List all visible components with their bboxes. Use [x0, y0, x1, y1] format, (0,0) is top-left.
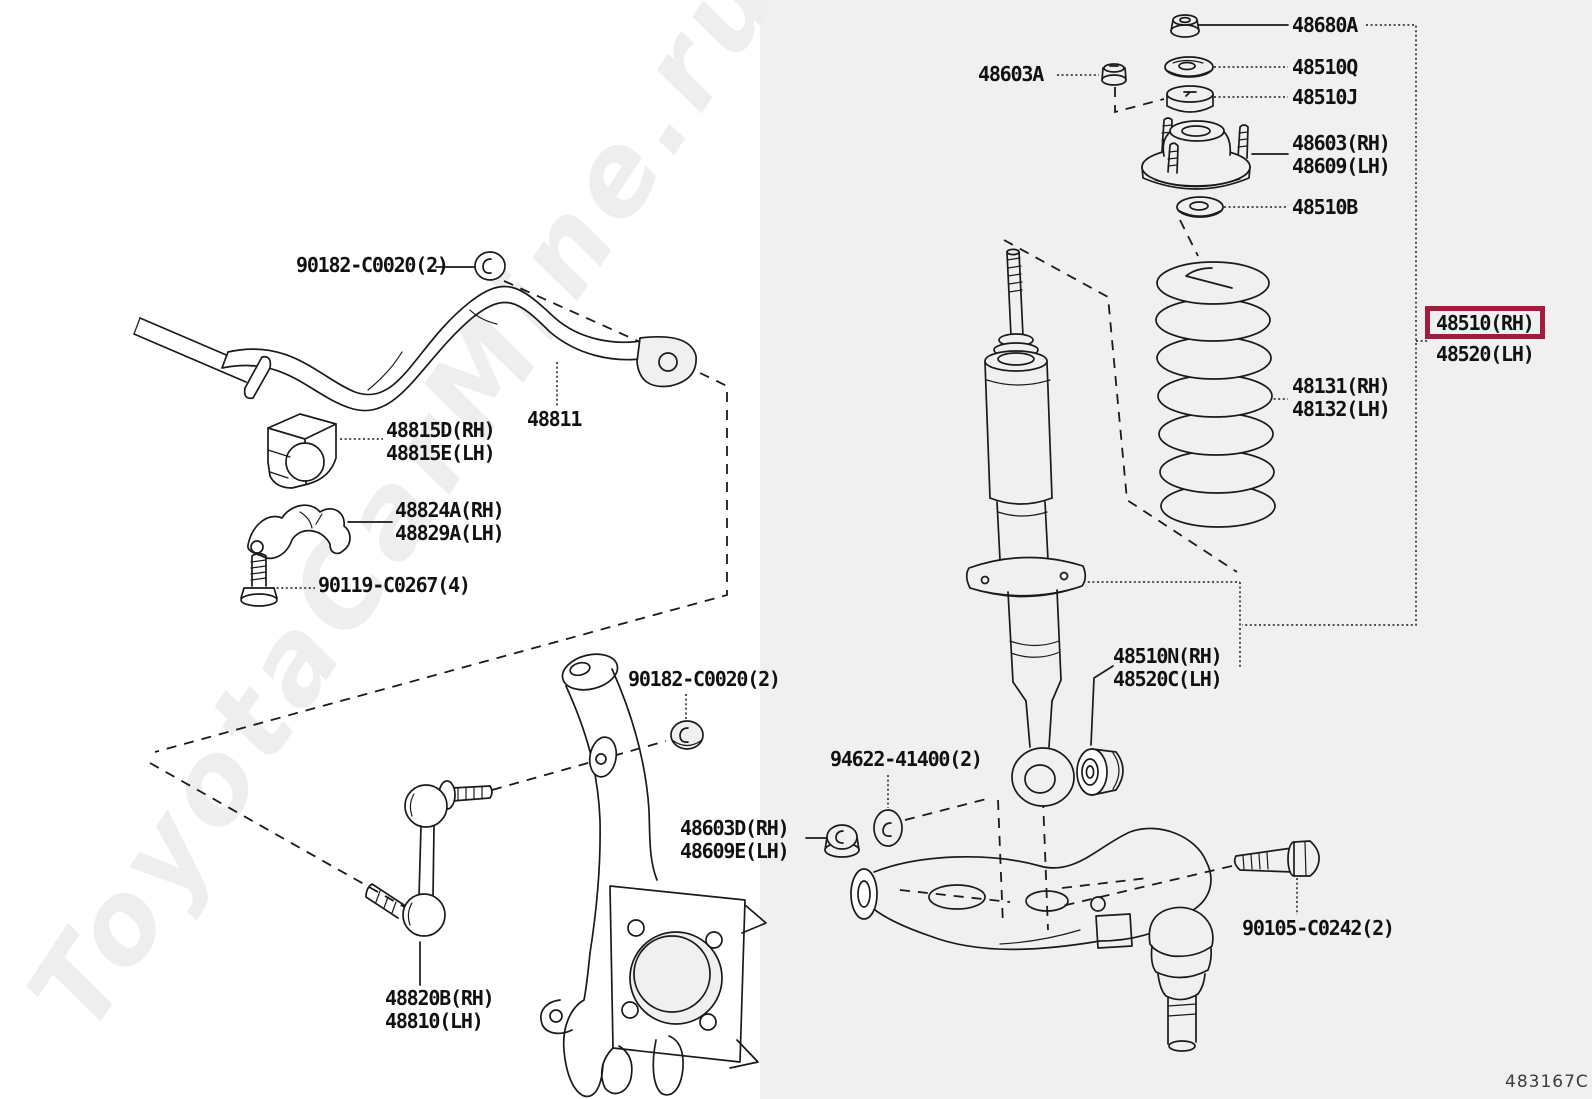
label-48603-48609-line2: 48609(LH) — [1292, 154, 1391, 178]
label-48811-line1: 48811 — [527, 407, 582, 431]
label-48510Q[interactable]: 48510Q — [1292, 55, 1358, 79]
stabilizer-link-48820B — [365, 780, 493, 937]
label-48815D-48815E-line1: 48815D(RH) — [386, 418, 496, 442]
label-48510N-48520C-line2: 48520C(LH) — [1113, 667, 1223, 691]
arm-nut-48603D — [824, 824, 860, 858]
label-48510-RH-line1: 48510(RH) — [1436, 311, 1535, 335]
stabilizer-bracket-48824A — [247, 504, 351, 560]
nut-48680A — [1170, 14, 1200, 38]
knuckle-nut-90182 — [670, 720, 704, 750]
label-48510J-line1: 48510J — [1292, 85, 1358, 109]
label-48603D-48609E-line2: 48609E(LH) — [680, 839, 790, 863]
label-90182-C0020-top-line1: 90182-C0020(2) — [296, 253, 449, 277]
bar-nut-90182 — [474, 251, 506, 281]
shock-absorber-48510 — [965, 248, 1087, 807]
label-90105-C0242-line1: 90105-C0242(2) — [1242, 916, 1395, 940]
steering-knuckle — [540, 653, 767, 1098]
ball-joint — [1148, 906, 1214, 1052]
dust-cap-48603A — [1101, 63, 1127, 86]
label-48603-48609[interactable]: 48603(RH)48609(LH) — [1292, 131, 1391, 178]
label-48824A-48829A[interactable]: 48824A(RH)48829A(LH) — [395, 498, 505, 545]
arm-washer-94622 — [873, 809, 903, 847]
leader-lines — [272, 24, 1428, 986]
label-48520-LH-line1: 48520(LH) — [1436, 342, 1535, 366]
label-48820B-48810-line1: 48820B(RH) — [385, 986, 495, 1010]
label-48603D-48609E[interactable]: 48603D(RH)48609E(LH) — [680, 816, 790, 863]
label-48510N-48520C-line1: 48510N(RH) — [1113, 644, 1223, 668]
construction-lines — [149, 87, 1238, 931]
label-48603A-line1: 48603A — [978, 62, 1044, 86]
bushing-48510N — [1076, 748, 1124, 796]
label-48824A-48829A-line1: 48824A(RH) — [395, 498, 505, 522]
stabilizer-bar-48811 — [133, 285, 697, 412]
label-48510-RH[interactable]: 48510(RH) — [1425, 306, 1545, 339]
washer-48510B — [1176, 196, 1224, 218]
clamp-bolt-90119 — [240, 552, 278, 607]
label-90119-C0267[interactable]: 90119-C0267(4) — [318, 573, 471, 597]
label-48603-48609-line1: 48603(RH) — [1292, 131, 1391, 155]
washer-48510Q — [1164, 56, 1214, 78]
label-48820B-48810[interactable]: 48820B(RH)48810(LH) — [385, 986, 495, 1033]
stabilizer-bushing-48815D — [267, 413, 337, 489]
label-90182-C0020-mid-line1: 90182-C0020(2) — [628, 667, 781, 691]
label-48520-LH[interactable]: 48520(LH) — [1436, 342, 1535, 366]
doc-code: 483167C — [1505, 1072, 1589, 1092]
label-48811[interactable]: 48811 — [527, 407, 582, 431]
label-48510Q-line1: 48510Q — [1292, 55, 1358, 79]
label-48131-48132-line1: 48131(RH) — [1292, 374, 1391, 398]
arm-bolt-90105 — [1233, 840, 1320, 877]
suspension-support-48603 — [1141, 117, 1251, 190]
label-48815D-48815E-line2: 48815E(LH) — [386, 441, 496, 465]
label-48510J[interactable]: 48510J — [1292, 85, 1358, 109]
label-48815D-48815E[interactable]: 48815D(RH)48815E(LH) — [386, 418, 496, 465]
label-48131-48132-line2: 48132(LH) — [1292, 397, 1391, 421]
label-90105-C0242[interactable]: 90105-C0242(2) — [1242, 916, 1395, 940]
label-48820B-48810-line2: 48810(LH) — [385, 1009, 484, 1033]
label-48510N-48520C[interactable]: 48510N(RH)48520C(LH) — [1113, 644, 1223, 691]
label-48603D-48609E-line1: 48603D(RH) — [680, 816, 790, 840]
lower-control-arm — [850, 827, 1212, 951]
label-48131-48132[interactable]: 48131(RH)48132(LH) — [1292, 374, 1391, 421]
coil-spring-48131 — [1155, 261, 1276, 528]
label-90119-C0267-line1: 90119-C0267(4) — [318, 573, 471, 597]
label-48510B-line1: 48510B — [1292, 195, 1358, 219]
label-94622-41400-line1: 94622-41400(2) — [830, 747, 983, 771]
label-48680A-line1: 48680A — [1292, 13, 1358, 37]
label-90182-C0020-mid[interactable]: 90182-C0020(2) — [628, 667, 781, 691]
label-94622-41400[interactable]: 94622-41400(2) — [830, 747, 983, 771]
label-90182-C0020-top[interactable]: 90182-C0020(2) — [296, 253, 449, 277]
cushion-48510J — [1166, 85, 1214, 113]
label-48824A-48829A-line2: 48829A(LH) — [395, 521, 505, 545]
label-48510B[interactable]: 48510B — [1292, 195, 1358, 219]
label-48680A[interactable]: 48680A — [1292, 13, 1358, 37]
label-48603A[interactable]: 48603A — [978, 62, 1044, 86]
